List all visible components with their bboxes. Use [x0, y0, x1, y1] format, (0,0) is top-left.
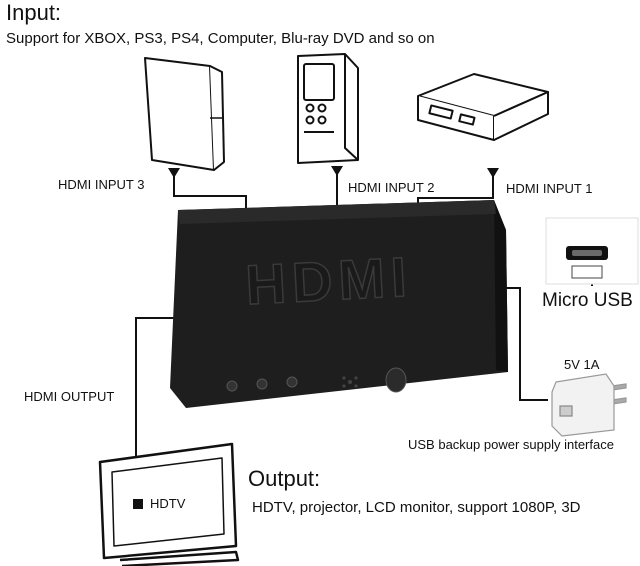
arrow-down-icon [331, 166, 343, 176]
output-subtitle: HDTV, projector, LCD monitor, support 10… [252, 499, 581, 516]
arrow-down-icon [168, 168, 180, 178]
usb-backup-power-label: USB backup power supply interface [408, 437, 614, 452]
hdmi-switch-box: HDMI [170, 200, 508, 408]
input-subtitle: Support for XBOX, PS3, PS4, Computer, Bl… [6, 30, 435, 47]
usb-power-adapter-icon [551, 373, 627, 437]
arrow-down-icon [487, 168, 499, 178]
input-heading: Input: [6, 0, 62, 25]
switch-button [385, 367, 407, 393]
ir-sensor-icon [342, 376, 358, 388]
micro-usb-port-icon [545, 217, 639, 285]
micro-usb-label: Micro USB [542, 290, 633, 311]
computer-tower-icon [297, 53, 359, 164]
game-console-icon [144, 57, 225, 171]
power-rating-label: 5V 1A [564, 357, 600, 372]
input-led [226, 380, 238, 392]
hdtv-input-marker [133, 499, 143, 509]
hdtv-icon [98, 442, 240, 566]
input-led [256, 378, 268, 390]
hdmi-input-2-label: HDMI INPUT 2 [348, 180, 435, 195]
output-heading: Output: [248, 466, 321, 491]
input-led [286, 376, 298, 388]
hdmi-output-label: HDMI OUTPUT [24, 389, 115, 404]
hdmi-input-3-label: HDMI INPUT 3 [58, 177, 145, 192]
hdmi-input-1-label: HDMI INPUT 1 [506, 181, 593, 196]
arrowheads [168, 166, 499, 178]
hdmi-logo: HDMI [244, 245, 414, 317]
hdtv-label: HDTV [150, 496, 186, 511]
dvd-player-icon [417, 73, 549, 141]
